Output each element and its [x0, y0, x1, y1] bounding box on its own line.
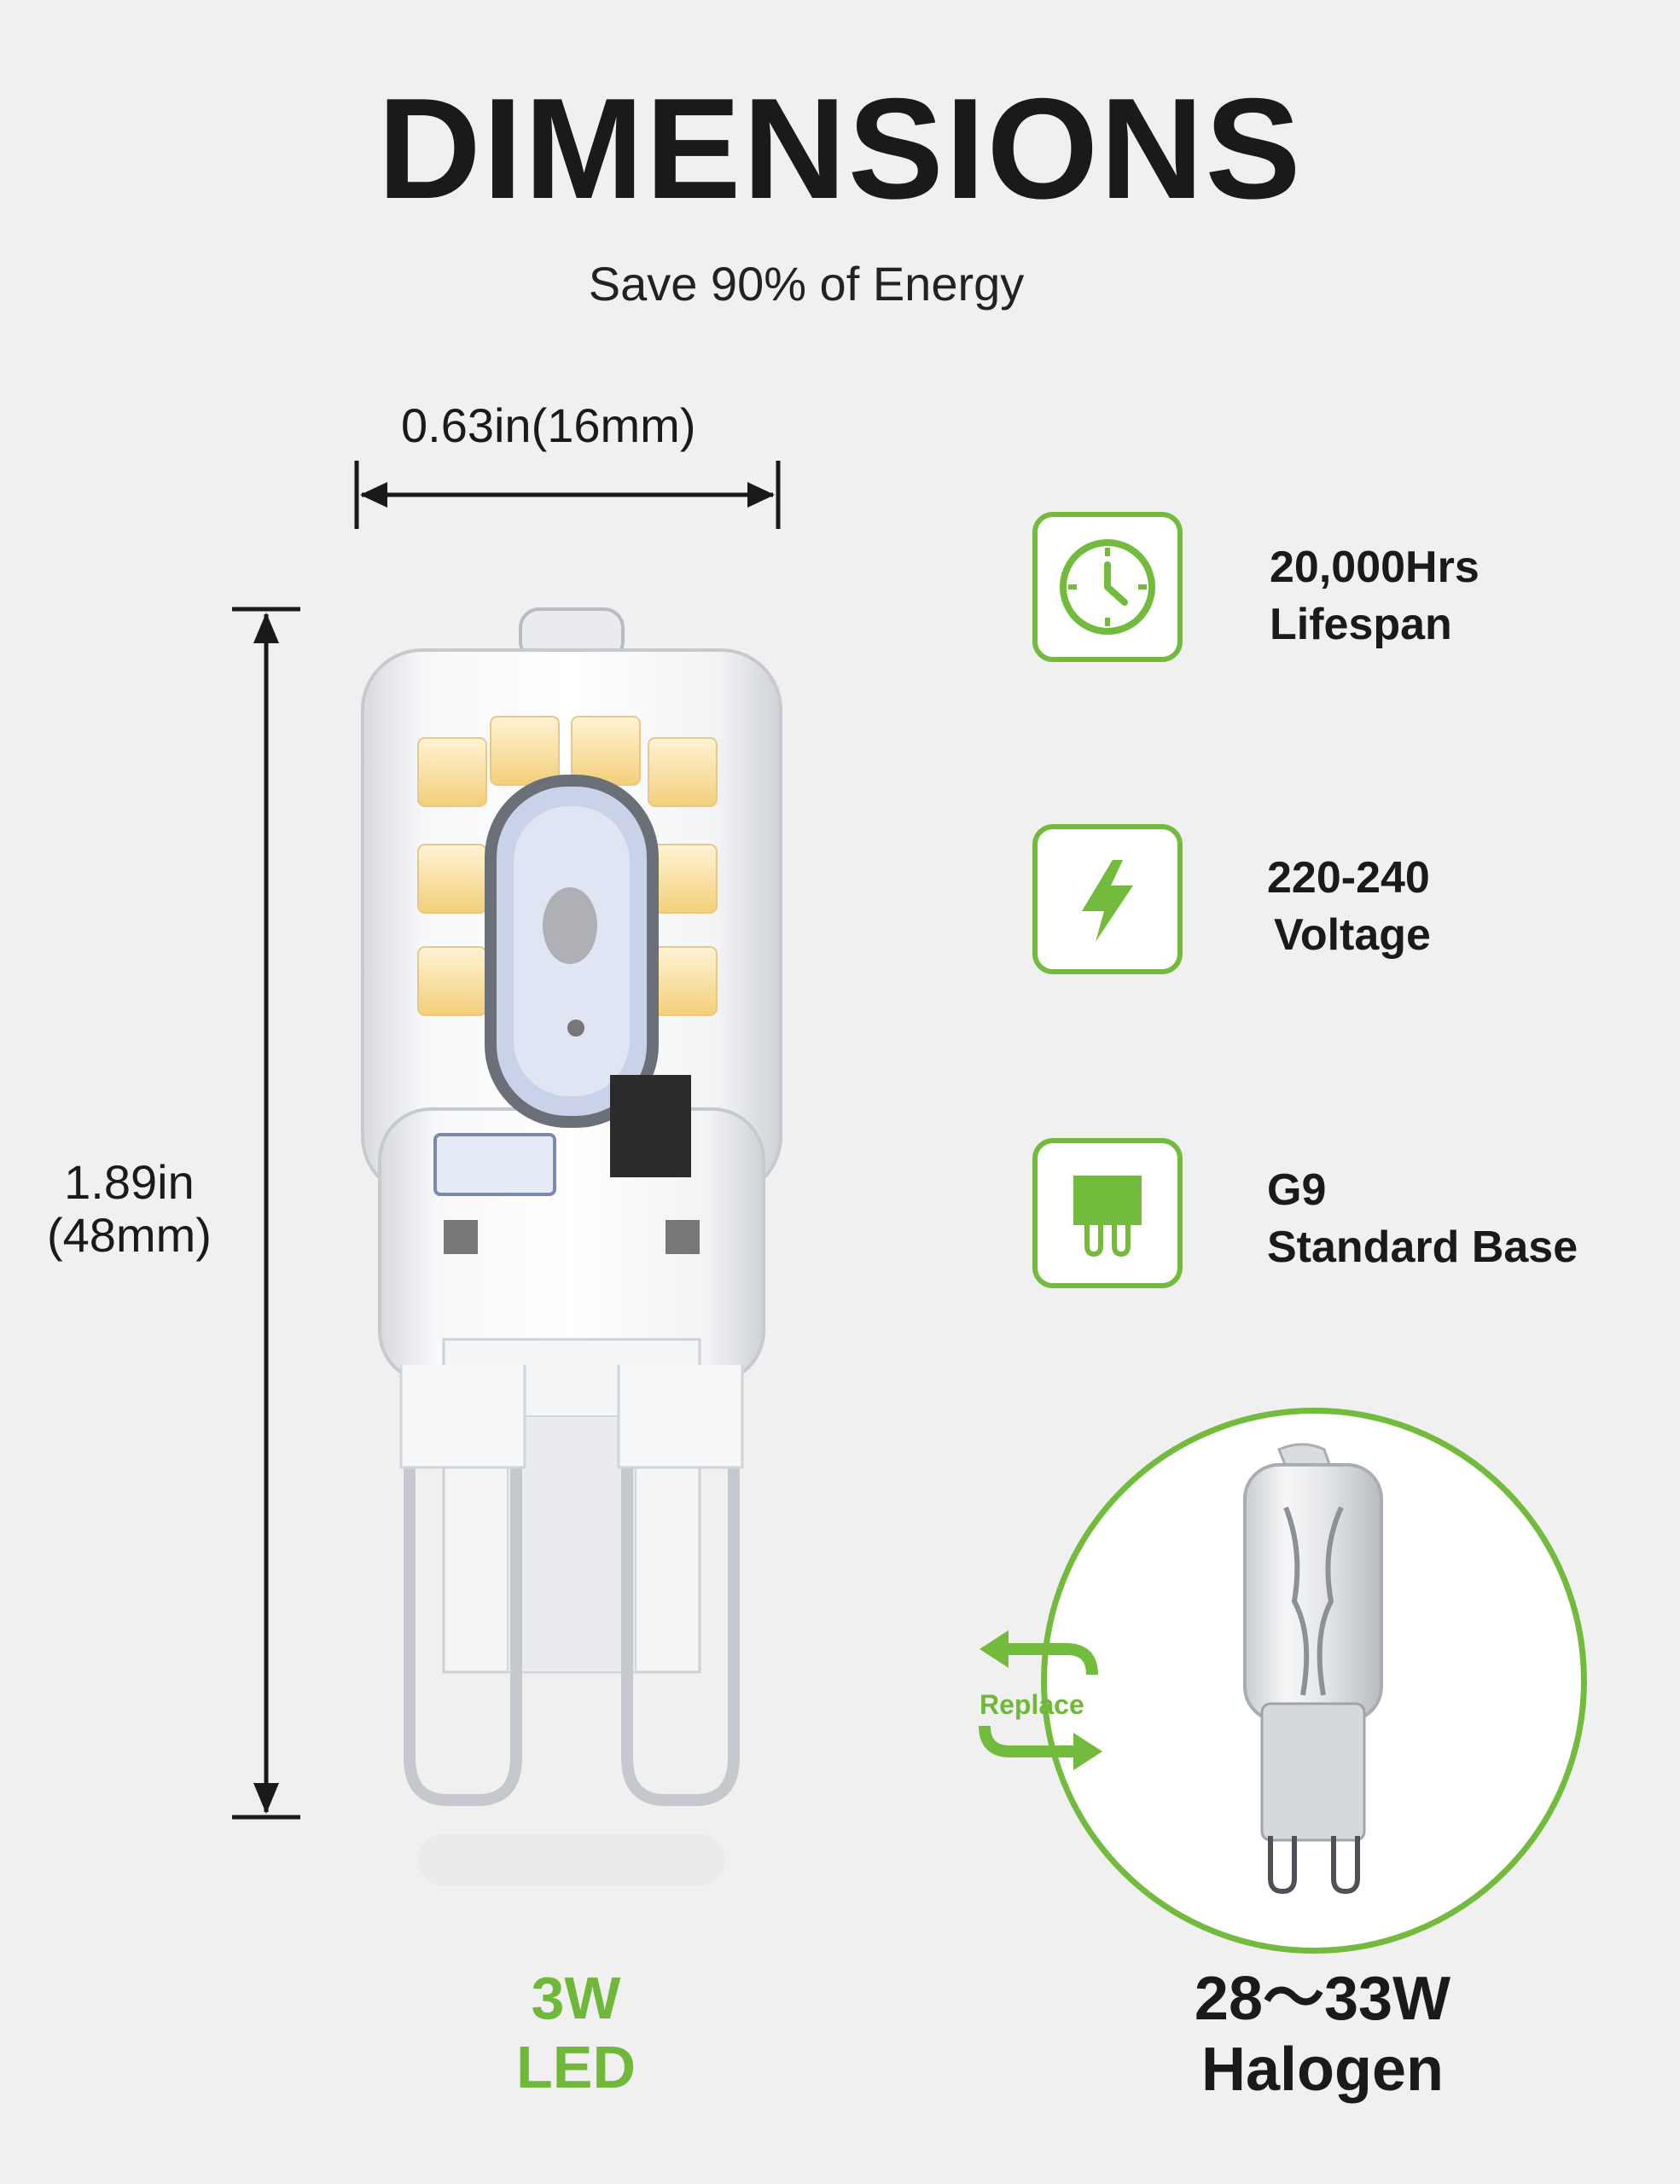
base-feature: G9 Standard Base	[1267, 1162, 1578, 1275]
lifespan-feature: 20,000Hrs Lifespan	[1270, 539, 1479, 653]
halogen-label: 28～33W Halogen	[1135, 1964, 1510, 2106]
base-label: Standard Base	[1267, 1222, 1578, 1272]
voltage-icon-box	[1032, 824, 1183, 974]
base-icon-box	[1032, 1138, 1183, 1288]
led-label: 3W LED	[461, 1964, 691, 2101]
led-bulb-image	[361, 607, 782, 1885]
lightning-icon	[1082, 860, 1133, 942]
halogen-type: Halogen	[1200, 2035, 1445, 2104]
replace-label: Replace	[980, 1689, 1084, 1720]
lifespan-value: 20,000Hrs	[1270, 543, 1479, 592]
replace-arrows-icon	[979, 1630, 1102, 1770]
width-dimension-label: 0.63in(16mm)	[401, 398, 696, 452]
height-mm: (48mm)	[47, 1207, 212, 1262]
lifespan-label: Lifespan	[1270, 599, 1452, 649]
clock-icon	[1060, 539, 1155, 635]
led-type: LED	[516, 2033, 636, 2100]
page-subtitle: Save 90% of Energy	[588, 257, 1025, 311]
halogen-wattage: 28～33W	[1194, 1965, 1451, 2033]
halogen-circle	[1041, 1408, 1587, 1954]
lifespan-icon-box	[1032, 512, 1183, 662]
halogen-bulb-image	[1243, 1443, 1383, 1895]
base-value: G9	[1267, 1165, 1327, 1215]
led-wattage: 3W	[531, 1965, 621, 2031]
height-dimension-label: 1.89in (48mm)	[47, 1156, 212, 1261]
height-inches: 1.89in	[64, 1155, 195, 1209]
voltage-feature: 220-240 Voltage	[1267, 850, 1431, 963]
width-dimension-arrow	[354, 461, 781, 529]
height-dimension-arrow	[232, 607, 300, 1820]
voltage-value: 220-240	[1267, 853, 1430, 903]
voltage-label: Voltage	[1274, 909, 1431, 960]
g9-base-icon	[1073, 1176, 1142, 1258]
page-title: DIMENSIONS	[377, 68, 1303, 229]
